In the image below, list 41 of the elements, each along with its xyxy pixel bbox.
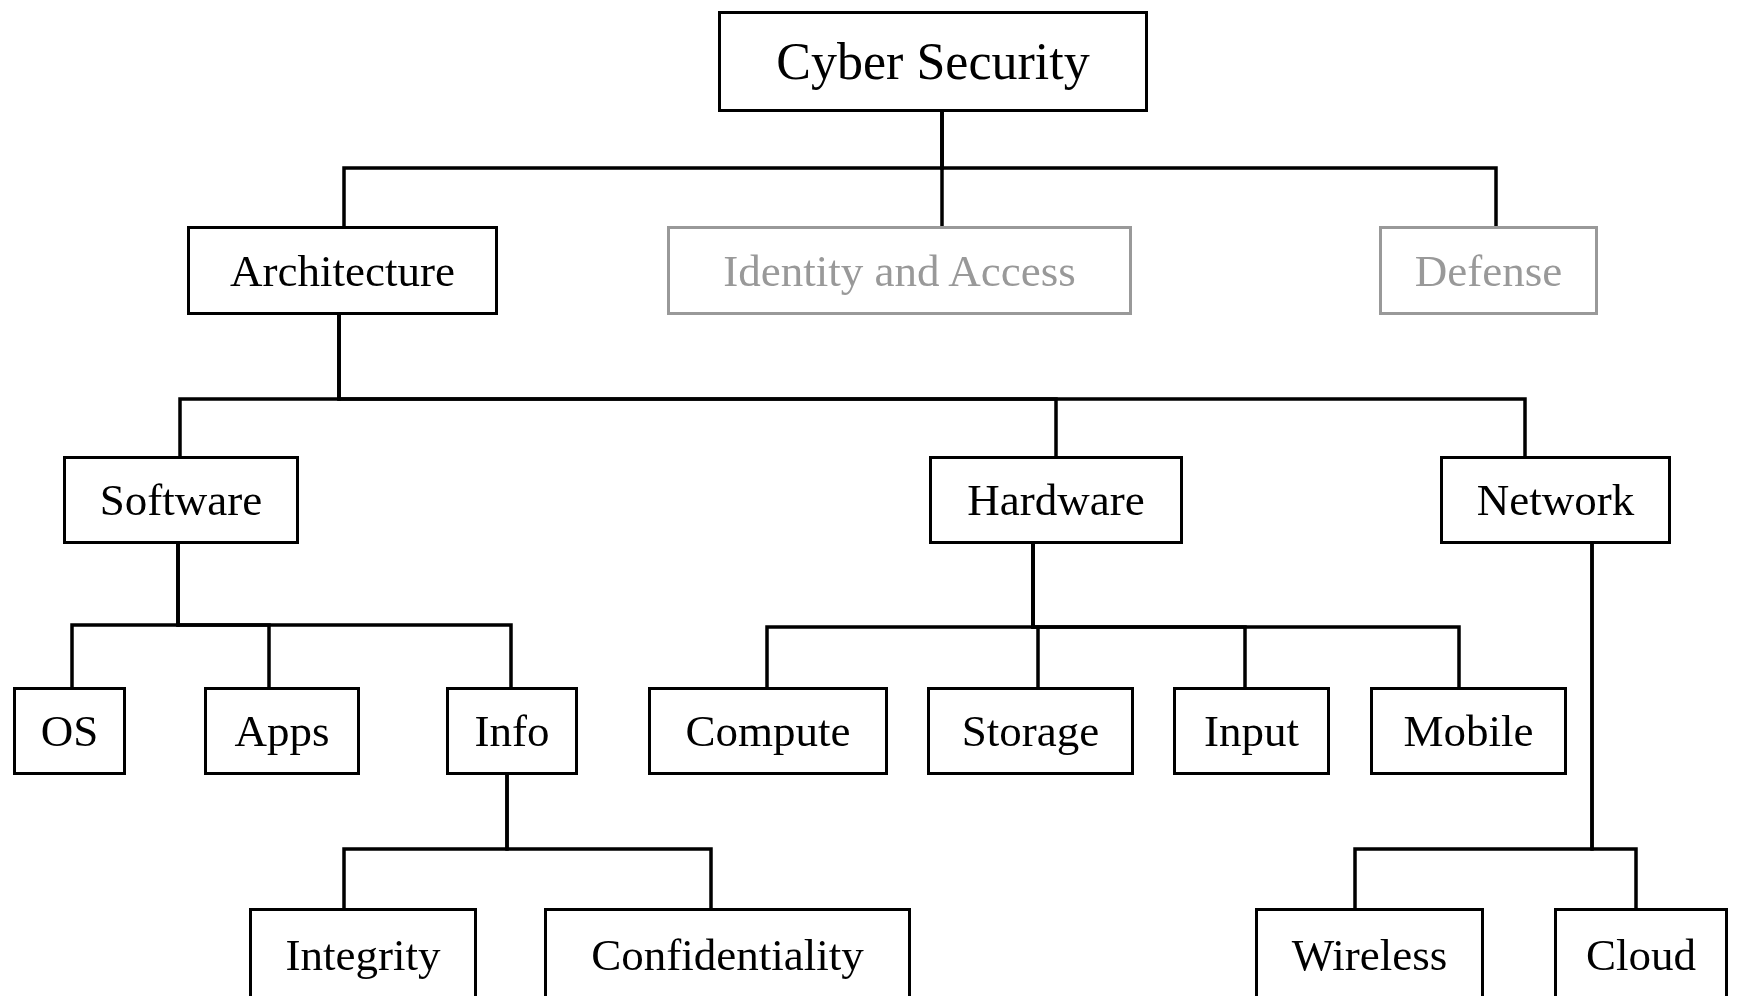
node-label: Confidentiality [591, 929, 864, 981]
connector-line [505, 775, 713, 908]
category-box [1554, 908, 1728, 996]
node-label: Architecture [230, 244, 455, 297]
category-box [249, 908, 477, 996]
category-box [718, 11, 1148, 112]
category-box [929, 456, 1183, 544]
connector-line [1590, 544, 1638, 908]
category-box [1370, 687, 1567, 775]
category-box [187, 226, 498, 315]
node-label: Apps [234, 705, 330, 757]
node-label: Storage [961, 705, 1100, 757]
node-label: Integrity [285, 929, 441, 981]
node-label: Defense [1414, 244, 1563, 297]
node-label: Mobile [1403, 705, 1534, 757]
category-box [1379, 226, 1598, 315]
category-box [667, 226, 1132, 315]
category-box [204, 687, 360, 775]
node-label: Cloud [1586, 929, 1696, 981]
node-label: Hardware [967, 474, 1145, 526]
node-label: Software [99, 474, 263, 526]
connector-line [176, 544, 513, 687]
node-label: Network [1476, 474, 1635, 526]
node-label: Info [474, 705, 550, 757]
category-box [927, 687, 1134, 775]
category-box [648, 687, 888, 775]
node-label: Input [1204, 705, 1299, 757]
node-label: OS [40, 705, 99, 757]
category-box [1255, 908, 1484, 996]
node-label: Wireless [1291, 929, 1448, 981]
category-box [63, 456, 299, 544]
node-label: Cyber Security [776, 32, 1090, 91]
connector-line [337, 315, 1527, 456]
category-box [13, 687, 126, 775]
category-box [1440, 456, 1671, 544]
node-label: Identity and Access [723, 244, 1076, 297]
category-box [1173, 687, 1330, 775]
category-box [446, 687, 578, 775]
node-label: Compute [685, 705, 851, 757]
category-box [544, 908, 911, 996]
connector-line [940, 112, 1498, 226]
